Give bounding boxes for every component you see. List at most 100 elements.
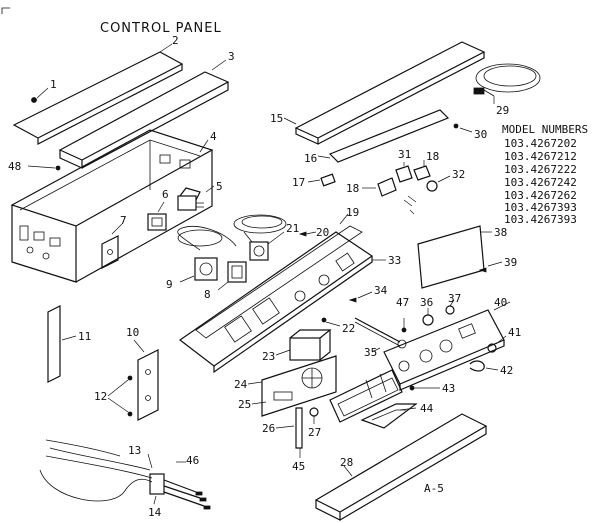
callout-16: 16 <box>304 152 317 165</box>
callout-21: 21 <box>286 222 299 235</box>
callout-14: 14 <box>148 506 162 519</box>
callout-36: 36 <box>420 296 433 309</box>
model-number: 103.4267393 <box>504 201 577 214</box>
part-shaft-35 <box>354 317 407 353</box>
model-numbers-header: MODEL NUMBERS <box>502 123 588 136</box>
part-timer-23 <box>275 329 332 361</box>
part-switch-5 <box>177 185 215 211</box>
part-screw-34 <box>348 291 373 303</box>
callout-18b: 18 <box>426 150 439 163</box>
callout-35: 35 <box>364 346 377 359</box>
part-socket-31 <box>395 162 413 183</box>
part-screw-20 <box>298 231 317 237</box>
callout-48: 48 <box>8 160 21 173</box>
callout-26: 26 <box>262 422 275 435</box>
part-knob-37 <box>445 299 455 315</box>
part-thermostat-9 <box>177 226 237 283</box>
part-screw-47 <box>401 318 407 333</box>
callout-39: 39 <box>504 256 517 269</box>
part-cover-plate-2 <box>12 43 184 145</box>
callout-2: 2 <box>172 34 179 47</box>
part-socket-32 <box>426 175 451 192</box>
callout-19: 19 <box>346 206 359 219</box>
part-trim-15 <box>283 41 486 145</box>
callout-18a: 18 <box>346 182 359 195</box>
callout-15: 15 <box>270 112 283 125</box>
callout-47: 47 <box>396 296 409 309</box>
callout-29: 29 <box>496 104 509 117</box>
model-number: 103.4267202 <box>504 137 577 150</box>
model-numbers-block: MODEL NUMBERS 103.4267202 103.4267212 10… <box>502 123 588 226</box>
callout-32: 32 <box>452 168 465 181</box>
callout-6: 6 <box>162 188 169 201</box>
callout-3: 3 <box>228 50 235 63</box>
part-panel-face-40 <box>383 301 511 391</box>
callout-41: 41 <box>508 326 521 339</box>
callout-17: 17 <box>292 176 305 189</box>
part-bezel-44 <box>360 403 418 429</box>
part-knob-27 <box>309 407 319 424</box>
callout-22: 22 <box>342 322 355 335</box>
part-terminals-46 <box>163 461 211 510</box>
model-number: 103.4267242 <box>504 176 577 189</box>
diagram-title: CONTROL PANEL <box>100 21 222 36</box>
part-timer-plate-24 <box>247 355 337 417</box>
callout-4: 4 <box>210 130 217 143</box>
part-wire-harness-29 <box>473 63 541 104</box>
callout-labels: 1 2 3 4 5 6 7 8 9 10 11 12 13 14 15 16 1… <box>8 34 521 519</box>
part-screw-22 <box>321 317 341 327</box>
part-side-bracket-10 <box>133 339 159 421</box>
part-infinite-switch-8 <box>217 261 247 291</box>
callout-25: 25 <box>238 398 251 411</box>
part-screw-39 <box>478 261 503 273</box>
figure-code: A-5 <box>424 482 444 495</box>
part-knob-41 <box>487 335 507 353</box>
callout-12: 12 <box>94 390 107 403</box>
callout-1: 1 <box>50 78 57 91</box>
callout-13: 13 <box>128 444 141 457</box>
part-bezel-43 <box>329 369 440 423</box>
callout-10: 10 <box>126 326 139 339</box>
callout-45: 45 <box>292 460 305 473</box>
callout-33: 33 <box>388 254 401 267</box>
callout-11: 11 <box>78 330 91 343</box>
callout-20: 20 <box>316 226 329 239</box>
callout-46: 46 <box>186 454 199 467</box>
callout-43: 43 <box>442 382 455 395</box>
part-socket-18b <box>413 160 431 181</box>
part-housing-4 <box>10 129 214 283</box>
part-lamp-holder-17 <box>307 173 336 187</box>
callout-23: 23 <box>262 350 275 363</box>
corner-mark <box>1 7 10 14</box>
part-back-plate-38 <box>417 225 492 289</box>
callout-44: 44 <box>420 402 434 415</box>
callout-27: 27 <box>308 426 321 439</box>
callout-34: 34 <box>374 284 388 297</box>
part-socket-18 <box>362 177 397 197</box>
callout-38: 38 <box>494 226 507 239</box>
part-bracket-7 <box>101 223 123 269</box>
part-control-panel-33 <box>178 213 386 374</box>
model-number: 103.4267222 <box>504 163 577 176</box>
part-knob-26 <box>275 407 303 449</box>
callout-40: 40 <box>494 296 507 309</box>
callout-37: 37 <box>448 292 461 305</box>
callout-24: 24 <box>234 378 248 391</box>
part-channel-3 <box>58 59 230 169</box>
part-screw-30 <box>453 123 473 133</box>
model-number: 103.4267393 <box>504 213 577 226</box>
dashed-mount-line <box>403 195 417 215</box>
part-screw-12 <box>107 375 133 417</box>
callout-28: 28 <box>340 456 353 469</box>
part-trim-rail-28 <box>314 413 488 521</box>
callout-31: 31 <box>398 148 411 161</box>
model-number: 103.4267212 <box>504 150 577 163</box>
part-relay-6 <box>147 201 167 231</box>
part-screw-1 <box>31 87 49 103</box>
callout-7: 7 <box>120 214 127 227</box>
part-clip-42 <box>469 360 499 372</box>
part-wiring-13 <box>39 439 153 502</box>
part-lamp-16 <box>317 109 450 163</box>
part-screw-48 <box>27 165 61 171</box>
